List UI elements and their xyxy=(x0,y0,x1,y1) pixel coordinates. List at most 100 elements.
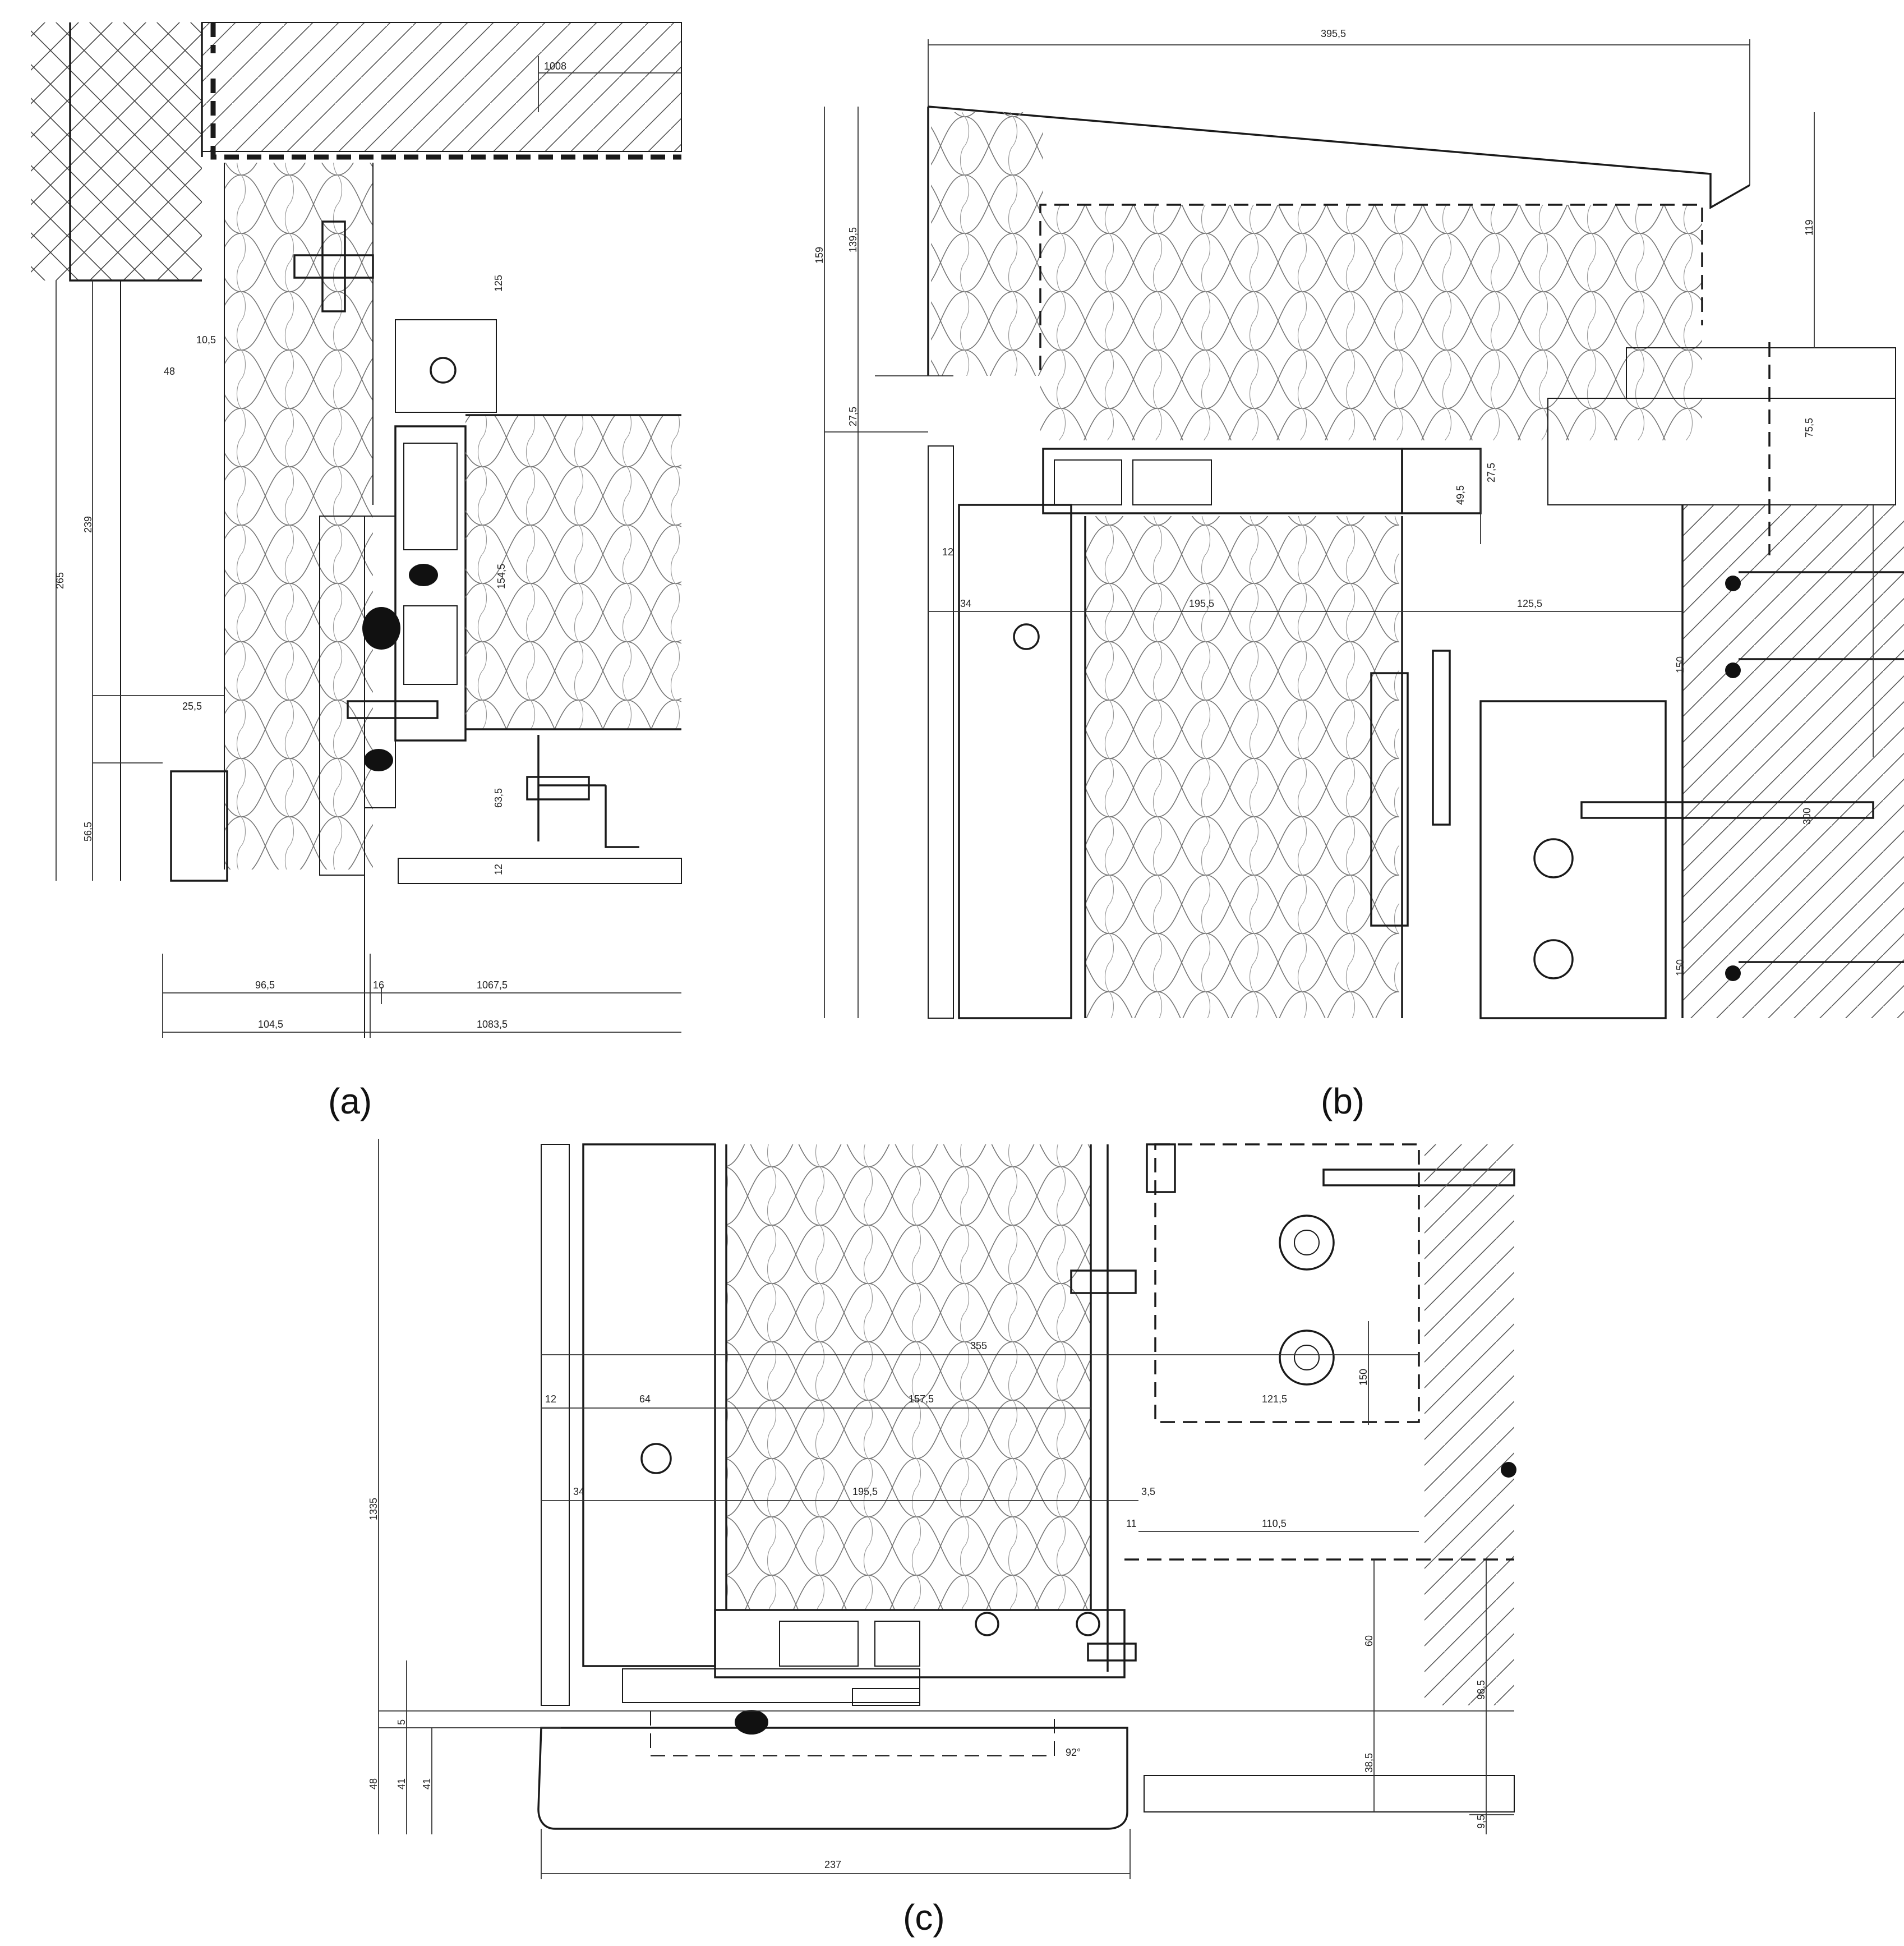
panel-c-bracket-box xyxy=(1154,1143,1420,1423)
panel-b-dim-1: 395,5 xyxy=(1321,28,1346,39)
panel-a-dim-8: 25,5 xyxy=(182,701,202,712)
panel-b-parapet-insulation xyxy=(1040,205,1702,440)
panel-c-gasket xyxy=(735,1710,768,1735)
panel-b-dim-10: 34 xyxy=(960,598,971,609)
panel-c-dim-13: 60 xyxy=(1363,1635,1375,1646)
panel-a-dim-1: 1008 xyxy=(544,61,566,72)
panel-a-dim-13: 16 xyxy=(373,979,384,991)
panel-b-infill-edges xyxy=(1084,516,1403,1018)
panel-b-dim-3: 139,5 xyxy=(847,227,859,252)
panel-a-dim-line-top xyxy=(538,56,681,112)
panel-b-dim-lines-left xyxy=(824,107,953,1018)
panel-b-dim-line-top xyxy=(928,39,1750,185)
panel-a-dim-16: 1083,5 xyxy=(477,1019,508,1030)
panel-a-bolt-upper xyxy=(430,357,457,384)
panel-c-dim-5: 121,5 xyxy=(1262,1393,1287,1405)
panel-a-infill-edges xyxy=(465,414,681,730)
panel-a-dim-14: 1067,5 xyxy=(477,979,508,991)
panel-b-dim-8: 75,5 xyxy=(1804,418,1815,438)
panel-c-bolt-head-1 xyxy=(1279,1214,1335,1271)
panel-c-bolt-sill-2 xyxy=(1076,1612,1100,1636)
panel-a-membrane xyxy=(210,22,681,160)
panel-c-dim-1: 355 xyxy=(970,1340,987,1351)
panel-a-dim-12: 96,5 xyxy=(255,979,275,991)
panel-b-vertical-bolt xyxy=(1432,650,1451,826)
panel-b-dim-9: 12 xyxy=(942,546,953,558)
panel-a-infill-insulation xyxy=(465,415,681,729)
panel-a-caption: (a) xyxy=(328,1081,372,1121)
panel-c-dim-4: 157,5 xyxy=(909,1393,934,1405)
panel-c-frame-left xyxy=(582,1143,716,1667)
panel-b-transom-profile xyxy=(1042,448,1403,514)
panel-c-screw-mid xyxy=(1070,1269,1137,1294)
panel-c-dim-3: 64 xyxy=(639,1393,651,1405)
panel-b-structural-wall xyxy=(1682,505,1904,1018)
panel-c-dim-14: 98,5 xyxy=(1476,1680,1487,1700)
panel-a-dim-9: 56,5 xyxy=(82,822,94,841)
panel-b-infill-insulation xyxy=(1085,516,1399,1018)
panel-c: 355 12 64 157,5 121,5 150 34 195,5 3,5 1… xyxy=(368,1139,1516,1938)
panel-c-dim-2: 12 xyxy=(545,1393,556,1405)
panel-c-dim-9: 3,5 xyxy=(1141,1486,1155,1497)
panel-a-bracket-box xyxy=(395,319,497,413)
panel-b-dim-2: 159 xyxy=(814,247,825,264)
panel-c-dim-15: 5 xyxy=(396,1719,407,1725)
panel-c-bolt-head-2 xyxy=(1279,1329,1335,1386)
panel-c-rebar xyxy=(1501,1462,1516,1478)
panel-a-dim-6: 265 xyxy=(54,572,66,589)
panel-c-sealant xyxy=(852,1688,920,1706)
panel-c-bolt-core-1 xyxy=(1294,1230,1320,1255)
panel-b-dim-6: 27,5 xyxy=(1486,463,1497,482)
panel-b-frame-left xyxy=(958,504,1072,1019)
panel-a-bracket-angle xyxy=(537,735,639,848)
panel-b-bracket-top xyxy=(1401,448,1482,514)
panel-c-dim-lines-right xyxy=(1373,1559,1514,1834)
panel-b-dim-12: 125,5 xyxy=(1517,598,1542,609)
panel-a-dim-3: 10,5 xyxy=(196,334,216,346)
panel-a-gasket-2 xyxy=(409,564,438,586)
panel-a-anchor-nut xyxy=(321,220,346,312)
panel-b-dim-13: 150 xyxy=(1675,656,1686,673)
panel-c-top-clip xyxy=(1146,1143,1176,1193)
panel-a-bracket-bolt xyxy=(526,776,590,801)
panel-c-dim-6: 150 xyxy=(1358,1369,1369,1386)
panel-c-structural-wall xyxy=(1424,1144,1514,1705)
panel-c-infill-edges xyxy=(725,1144,1109,1672)
panel-b-dim-14: 300 xyxy=(1801,808,1813,825)
panel-a-dim-4: 48 xyxy=(164,366,175,377)
panel-b-rebar-3 xyxy=(1725,965,1741,981)
panel-c-dim-16: 48 xyxy=(368,1778,379,1789)
panel-b-bracket-box xyxy=(1479,700,1667,1019)
panel-c-bolt-core-2 xyxy=(1294,1345,1320,1370)
panel-a-gasket-3 xyxy=(364,749,393,771)
panel-a-wall-edge xyxy=(69,22,203,282)
panel-a-dim-10: 63,5 xyxy=(493,788,504,808)
panel-c-floor-slab xyxy=(1144,1775,1515,1812)
panel-b-bolt-head-1 xyxy=(1533,838,1574,878)
panel-b-rebar-1 xyxy=(1725,576,1741,591)
panel-a-slab xyxy=(398,858,682,884)
panel-c-window-sill xyxy=(537,1727,1128,1830)
panel-b-dim-7: 49,5 xyxy=(1455,485,1466,505)
panel-c-dim-lines-lower xyxy=(378,1139,1514,1879)
panel-a: 1008 125 10,5 48 239 265 154,5 25,5 56,5… xyxy=(31,22,682,1121)
panel-c-sill-board xyxy=(622,1668,920,1703)
panel-b-dim-11: 195,5 xyxy=(1189,598,1214,609)
panel-b-dim-4: 119 xyxy=(1804,219,1815,236)
panel-b-insulation-left xyxy=(931,112,1043,376)
panel-b: 395,5 159 139,5 119 27,5 27,5 49,5 75,5 … xyxy=(814,28,1904,1121)
panel-c-dim-22: 237 xyxy=(824,1859,841,1870)
panel-a-dim-lines-left xyxy=(56,280,224,881)
panel-c-sill-chambers xyxy=(779,1621,920,1667)
panel-c-bolt-sill-1 xyxy=(975,1612,999,1636)
panel-b-parapet-membrane xyxy=(1039,204,1703,370)
panel-a-insulation-edge xyxy=(224,163,374,870)
panel-b-coping xyxy=(927,105,1750,376)
panel-c-sill-insert xyxy=(650,1711,1055,1756)
panel-a-base-profile xyxy=(170,770,228,882)
panel-a-dim-lines-bottom xyxy=(162,954,681,1038)
panel-b-cladding-panel xyxy=(928,445,954,1019)
panel-b-bracket-plate xyxy=(1370,672,1409,927)
panel-b-screw xyxy=(1013,623,1040,650)
